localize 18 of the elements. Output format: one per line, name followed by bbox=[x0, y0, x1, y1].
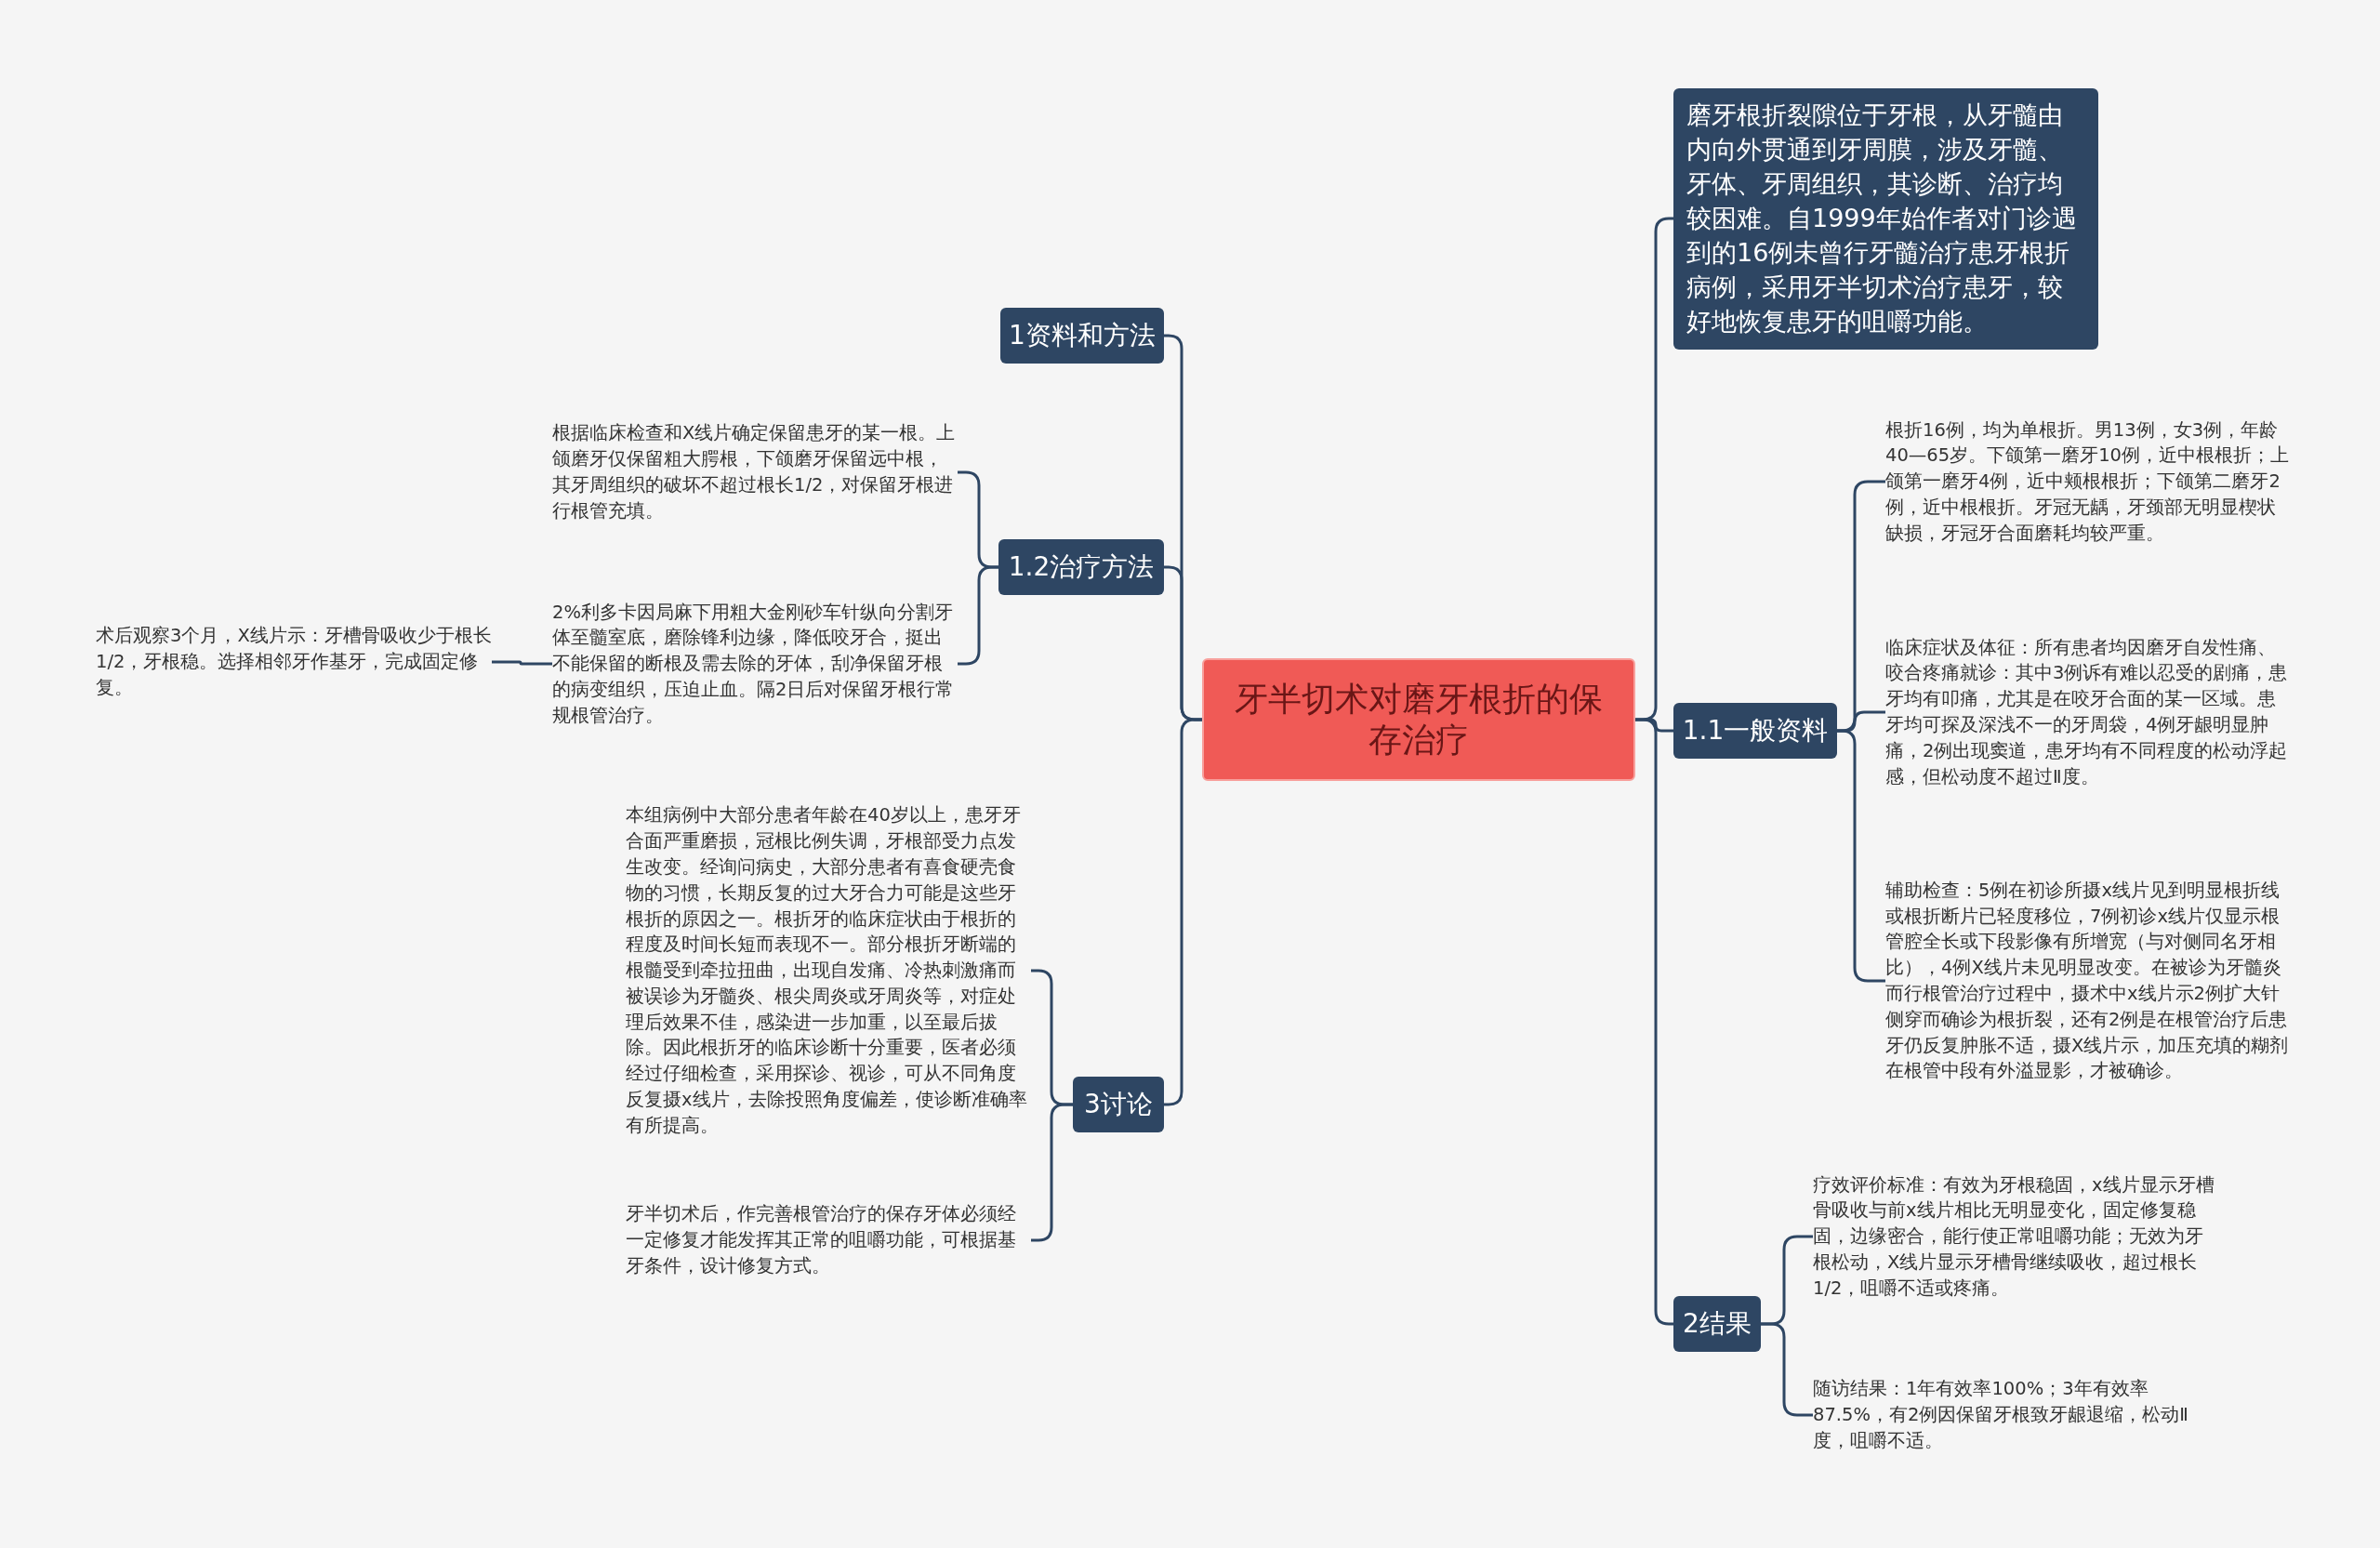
central-topic-box: 牙半切术对磨牙根折的保存治疗 bbox=[1202, 658, 1635, 781]
topic-box: 1.1一般资料 bbox=[1673, 703, 1837, 759]
topic-box: 1资料和方法 bbox=[1000, 308, 1164, 364]
topic-box: 磨牙根折裂隙位于牙根，从牙髓由内向外贯通到牙周膜，涉及牙髓、牙体、牙周组织，其诊断、治疗均较困难。自1999年始作者对门诊遇到的16例未曾行牙髓治疗患牙根折病例，采用牙半切术治疗患牙，较好地恢复患牙的咀嚼功能。 bbox=[1673, 87, 2098, 350]
note-text: 随访结果：1年有效率100%；3年有效率87.5%，有2例因保留牙根致牙龈退缩，松动Ⅱ度，咀嚼不适。 bbox=[1813, 1376, 2215, 1454]
note-text: 疗效评价标准：有效为牙根稳固，x线片显示牙槽骨吸收与前x线片相比无明显变化，固定修复稳固，边缘密合，能行使正常咀嚼功能；无效为牙根松动，X线片显示牙槽骨继续吸收，超过根长1/2，咀嚼不适或疼痛。 bbox=[1813, 1171, 2215, 1302]
note-text: 辅助检查：5例在初诊所摄x线片见到明显根折线或根折断片已轻度移位，7例初诊x线片仅显示根管腔全长或下段影像有所增宽（与对侧同名牙相比），4例X线片未见明显改变。在被诊为牙髓炎而行根管治疗过程中，摄术中x线片示2例扩大针侧穿而确诊为根折裂，还有2例是在根管治疗后患牙仍反复肿胀不适，摄X线片示，加压充填的糊剂在根管中段有外溢显影，才被确诊。 bbox=[1885, 877, 2289, 1085]
connector-line bbox=[492, 660, 552, 666]
topic-box: 1.2治疗方法 bbox=[998, 539, 1164, 595]
note-text: 2%利多卡因局麻下用粗大金刚砂车针纵向分割牙体至髓室底，磨除锋利边缘，降低咬牙合，挺出不能保留的断根及需去除的牙体，刮净保留牙根的病变组织，压迫止血。隔2日后对保留牙根行常规根管治疗。 bbox=[552, 599, 958, 729]
topic-box: 3讨论 bbox=[1073, 1077, 1164, 1132]
note-text: 根折16例，均为单根折。男13例，女3例，年龄40—65岁。下颌第一磨牙10例，近中根根折；上颌第一磨牙4例，近中颊根根折；下颌第二磨牙2例，近中根根折。牙冠无龋，牙颈部无明显楔状缺损，牙冠牙合面磨耗均较严重。 bbox=[1885, 417, 2289, 547]
topic-box: 2结果 bbox=[1673, 1296, 1761, 1352]
note-text: 根据临床检查和X线片确定保留患牙的某一根。上颌磨牙仅保留粗大腭根，下颌磨牙保留远中根，其牙周组织的破坏不超过根长1/2，对保留牙根进行根管充填。 bbox=[552, 420, 958, 524]
note-text: 本组病例中大部分患者年龄在40岁以上，患牙牙合面严重磨损，冠根比例失调，牙根部受力点发生改变。经询问病史，大部分患者有喜食硬壳食物的习惯，长期反复的过大牙合力可能是这些牙根折的原因之一。根折牙的临床症状由于根折的程度及时间长短而表现不一。部分根折牙断端的根髓受到牵拉扭曲，出现自发痛、冷热刺激痛而被误诊为牙髓炎、根尖周炎或牙周炎等，对症处理后效果不佳，感染进一步加重，以至最后拔除。因此根折牙的临床诊断十分重要，医者必须经过仔细检查，采用探诊、视诊，可从不同角度反复摄x线片，去除投照角度偏差，使诊断准确率有所提高。 bbox=[626, 802, 1031, 1139]
note-text: 牙半切术后，作完善根管治疗的保存牙体必须经一定修复才能发挥其正常的咀嚼功能，可根据基牙条件，设计修复方式。 bbox=[626, 1201, 1031, 1279]
note-text: 术后观察3个月，X线片示：牙槽骨吸收少于根长1/2，牙根稳。选择相邻牙作基牙，完成固定修复。 bbox=[96, 623, 492, 701]
note-text: 临床症状及体征：所有患者均因磨牙自发性痛、咬合疼痛就诊：其中3例诉有难以忍受的剧痛，患牙均有叩痛，尤其是在咬牙合面的某一区域。患牙均可探及深浅不一的牙周袋，4例牙龈明显肿痛，2例出现窦道，患牙均有不同程度的松动浮起感，但松动度不超过Ⅱ度。 bbox=[1885, 634, 2289, 790]
